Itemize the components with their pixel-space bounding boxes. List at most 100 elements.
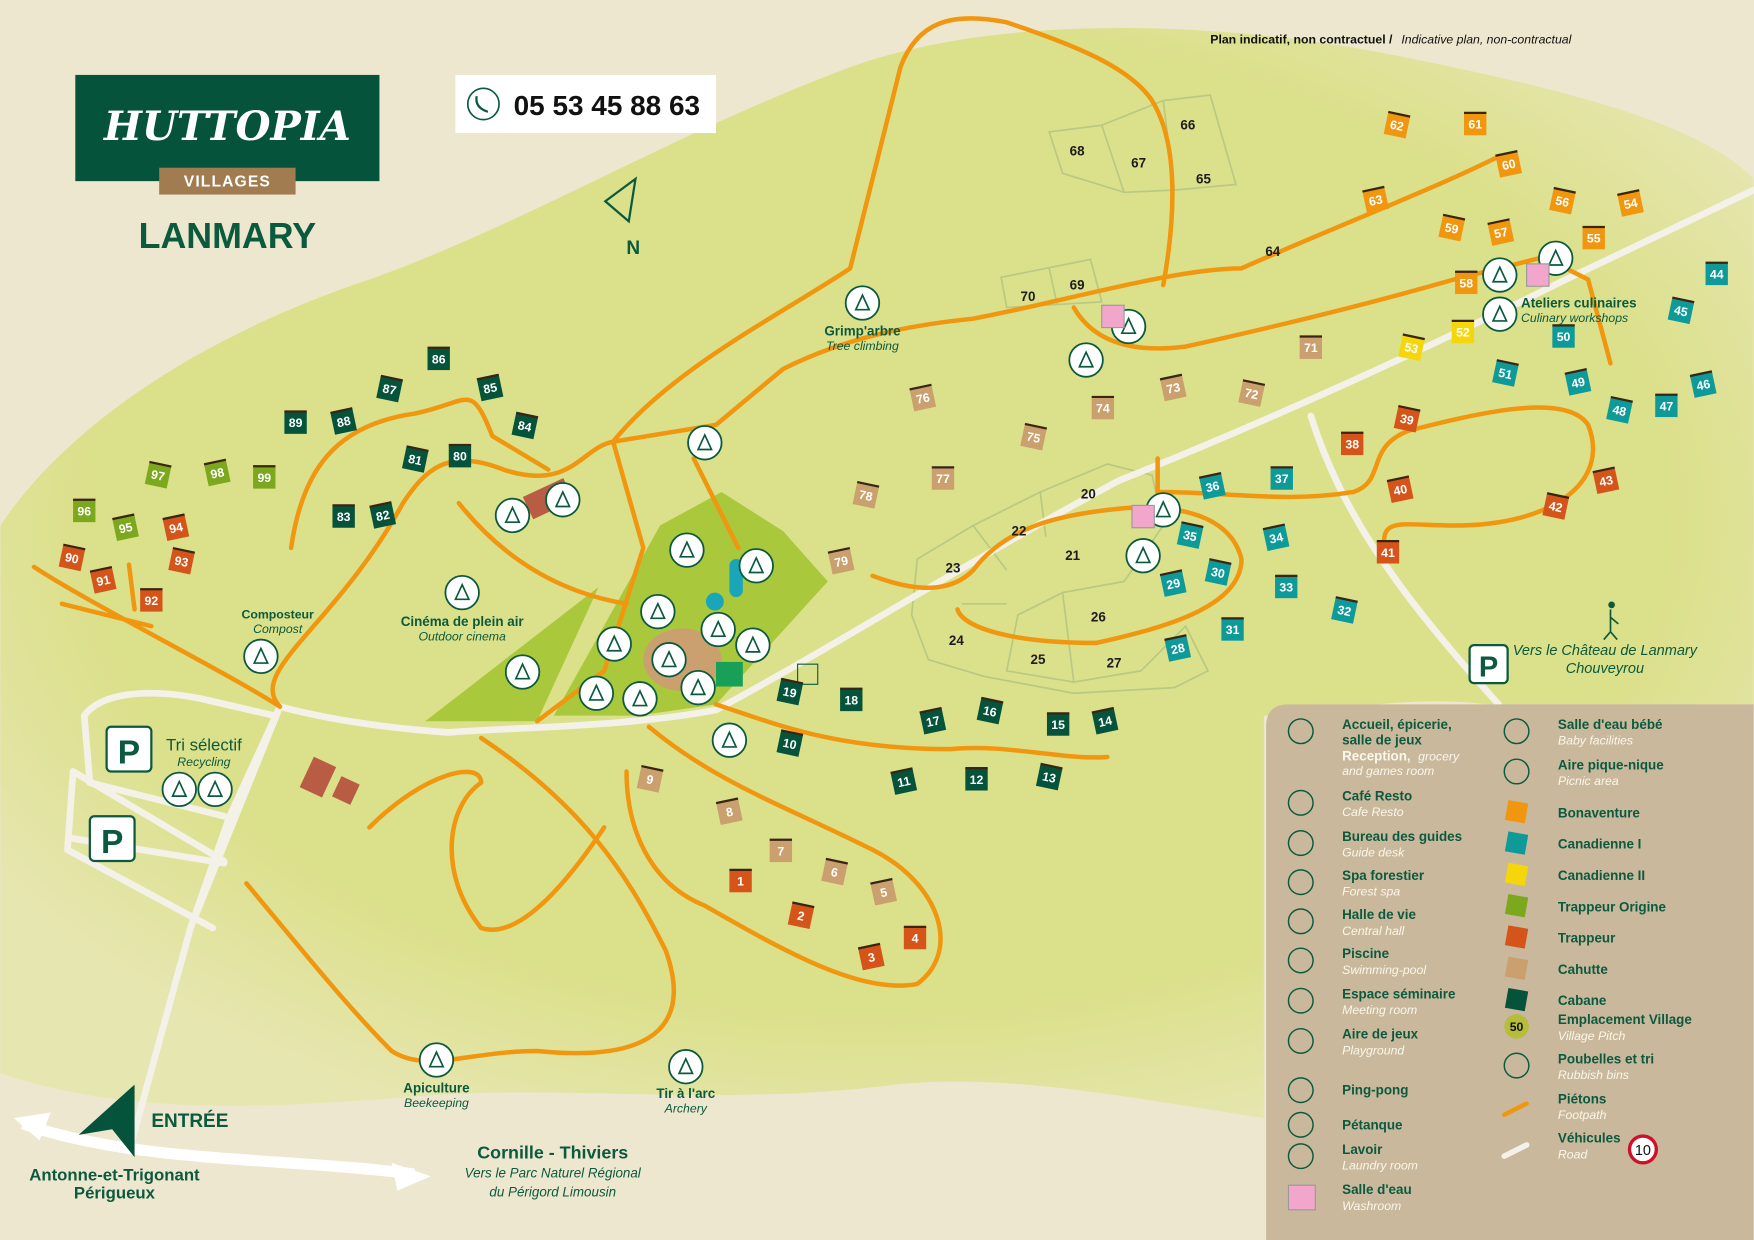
unit-trappeur[interactable]: 1 [729, 868, 752, 893]
unit-cahutte[interactable]: 75 [1020, 422, 1048, 451]
unit-trappeur[interactable]: 91 [89, 565, 117, 594]
unit-cahutte[interactable]: 7 [769, 838, 793, 863]
petanque-icon[interactable] [669, 532, 705, 568]
picnic-table-icon[interactable] [1125, 538, 1161, 574]
ping-pong-icon[interactable] [622, 681, 658, 717]
unit-cabane[interactable]: 83 [332, 504, 355, 528]
unit-trappeur[interactable]: 3 [857, 942, 885, 971]
unit-cabane[interactable]: 10 [776, 729, 804, 757]
unit-trappeur[interactable]: 39 [1393, 404, 1421, 433]
unit-canadienne-1[interactable]: 30 [1204, 558, 1232, 586]
playground-icon[interactable] [640, 593, 676, 630]
unit-trappeur-origine[interactable]: 97 [144, 460, 172, 489]
pitch-number[interactable]: 66 [1180, 118, 1195, 133]
info-icon[interactable] [680, 669, 716, 706]
unit-trappeur[interactable]: 93 [168, 546, 196, 575]
unit-trappeur[interactable]: 94 [162, 513, 190, 542]
unit-canadienne-1[interactable]: 48 [1606, 395, 1633, 424]
unit-cabane[interactable]: 89 [284, 410, 307, 434]
unit-cahutte[interactable]: 78 [852, 480, 880, 509]
unit-canadienne-1[interactable]: 32 [1331, 596, 1358, 624]
archery-icon[interactable] [668, 1049, 704, 1085]
unit-cabane[interactable]: 15 [1046, 712, 1070, 736]
pitch-number[interactable]: 64 [1265, 244, 1280, 259]
unit-cahutte[interactable]: 72 [1238, 379, 1266, 407]
unit-cabane[interactable]: 81 [401, 445, 429, 473]
unit-canadienne-2[interactable]: 52 [1451, 319, 1475, 344]
unit-trappeur[interactable]: 38 [1341, 431, 1364, 456]
unit-canadienne-1[interactable]: 35 [1176, 521, 1204, 549]
unit-bonaventure[interactable]: 60 [1495, 150, 1523, 178]
unit-canadienne-1[interactable]: 37 [1270, 466, 1293, 490]
unit-canadienne-1[interactable]: 36 [1198, 472, 1226, 500]
hall-icon[interactable] [494, 497, 531, 534]
unit-trappeur-origine[interactable]: 95 [112, 513, 139, 542]
unit-cabane[interactable]: 87 [376, 374, 403, 403]
culinary-icon[interactable] [1482, 296, 1518, 332]
beekeeping-icon[interactable] [418, 1042, 455, 1078]
unit-trappeur[interactable]: 4 [903, 925, 927, 950]
pool-icon[interactable] [738, 548, 774, 584]
unit-cahutte[interactable]: 76 [909, 383, 937, 412]
compost-icon[interactable] [243, 638, 279, 675]
unit-trappeur[interactable]: 92 [140, 588, 163, 612]
guide-desk-icon[interactable] [700, 611, 736, 648]
unit-cabane[interactable]: 12 [965, 767, 988, 791]
pitch-number[interactable]: 20 [1081, 487, 1096, 502]
spa-icon[interactable] [687, 425, 723, 461]
picnic-table-icon[interactable] [1482, 257, 1518, 293]
unit-cabane[interactable]: 84 [511, 411, 539, 440]
unit-bonaventure[interactable]: 59 [1438, 213, 1466, 242]
unit-cabane[interactable]: 16 [976, 696, 1004, 725]
tree-climbing-icon[interactable] [844, 285, 881, 321]
unit-cahutte[interactable]: 5 [870, 877, 897, 906]
unit-trappeur[interactable]: 42 [1542, 492, 1570, 520]
unit-cabane[interactable]: 17 [919, 706, 947, 735]
unit-cabane[interactable]: 86 [427, 346, 450, 371]
unit-bonaventure[interactable]: 55 [1582, 225, 1605, 250]
unit-cabane[interactable]: 13 [1035, 762, 1063, 791]
unit-canadienne-1[interactable]: 28 [1164, 634, 1192, 662]
pitch-number[interactable]: 70 [1020, 289, 1035, 304]
recycling-icon[interactable] [161, 771, 197, 808]
cinema-icon[interactable] [444, 574, 480, 611]
unit-cabane[interactable]: 14 [1091, 706, 1119, 735]
unit-canadienne-1[interactable]: 33 [1275, 574, 1298, 599]
bin-icon[interactable] [197, 771, 233, 808]
unit-cahutte[interactable]: 79 [827, 546, 855, 575]
unit-trappeur-origine[interactable]: 99 [253, 465, 276, 489]
unit-cabane[interactable]: 19 [776, 677, 804, 706]
pitch-number[interactable]: 24 [949, 633, 964, 648]
unit-cahutte[interactable]: 73 [1159, 373, 1187, 402]
picnic-table-icon[interactable] [1068, 342, 1104, 378]
unit-canadienne-1[interactable]: 34 [1262, 523, 1290, 552]
phone-number[interactable]: 05 53 45 88 63 [514, 90, 700, 121]
unit-canadienne-1[interactable]: 31 [1221, 617, 1244, 641]
ping-pong-icon[interactable] [596, 626, 632, 662]
unit-trappeur[interactable]: 40 [1386, 475, 1414, 504]
unit-trappeur[interactable]: 41 [1376, 540, 1400, 564]
pitch-number[interactable]: 27 [1107, 656, 1122, 671]
unit-trappeur-origine[interactable]: 98 [203, 458, 231, 487]
unit-bonaventure[interactable]: 56 [1549, 186, 1576, 215]
meeting-icon[interactable] [735, 627, 771, 663]
unit-canadienne-1[interactable]: 29 [1159, 569, 1187, 597]
unit-trappeur[interactable]: 90 [58, 543, 86, 572]
pitch-number[interactable]: 68 [1070, 143, 1085, 158]
unit-cahutte[interactable]: 77 [931, 466, 955, 490]
unit-bonaventure[interactable]: 61 [1464, 111, 1487, 136]
unit-cabane[interactable]: 80 [448, 443, 472, 468]
unit-cabane[interactable]: 18 [840, 687, 863, 712]
unit-bonaventure[interactable]: 63 [1362, 185, 1389, 214]
unit-canadienne-2[interactable]: 53 [1398, 333, 1425, 361]
unit-canadienne-1[interactable]: 49 [1564, 368, 1592, 396]
unit-bonaventure[interactable]: 58 [1455, 270, 1478, 295]
unit-trappeur[interactable]: 43 [1592, 466, 1620, 495]
unit-canadienne-1[interactable]: 45 [1667, 296, 1695, 325]
unit-canadienne-1[interactable]: 44 [1705, 261, 1728, 286]
unit-cahutte[interactable]: 9 [636, 764, 664, 793]
pitch-number[interactable]: 25 [1031, 652, 1046, 667]
cutlery-icon[interactable] [651, 642, 687, 678]
pitch-number[interactable]: 65 [1196, 171, 1211, 186]
unit-bonaventure[interactable]: 57 [1487, 218, 1515, 246]
